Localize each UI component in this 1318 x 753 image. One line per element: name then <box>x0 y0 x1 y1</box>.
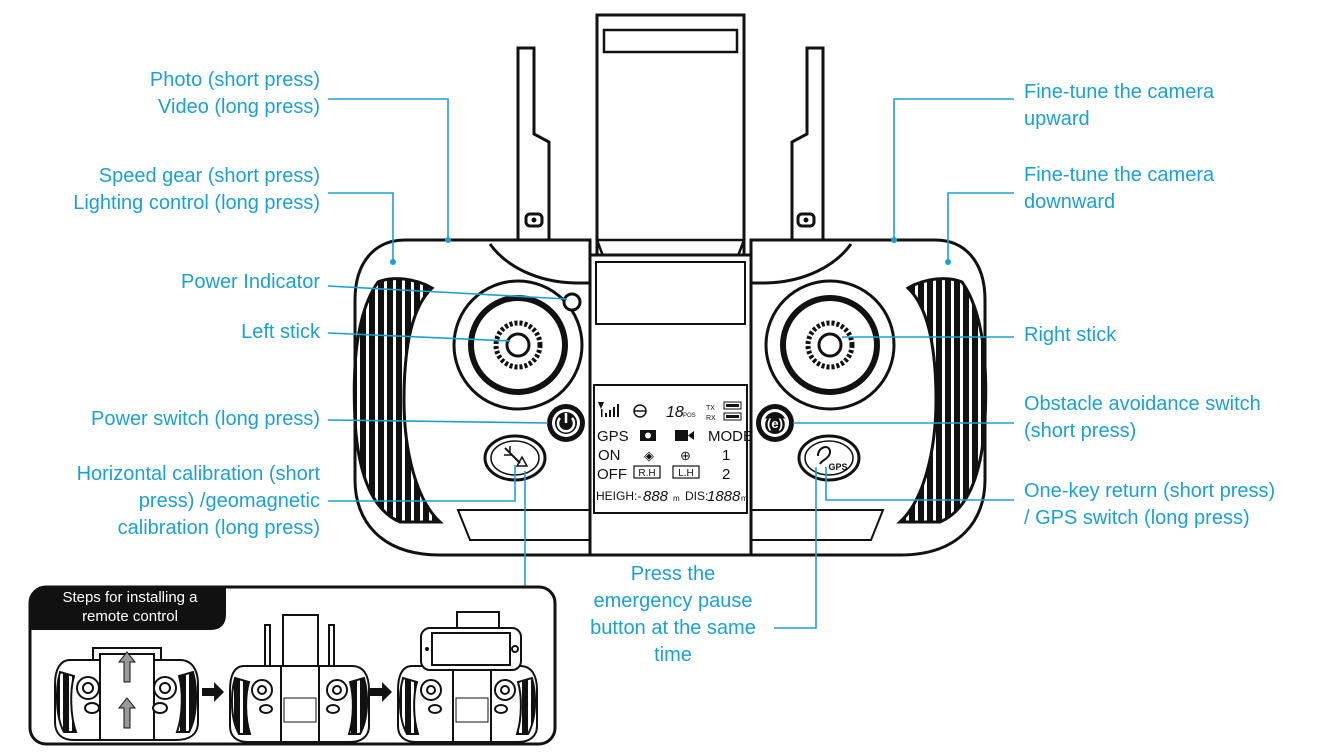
label-right-stick: Right stick <box>1024 324 1117 346</box>
video-icon <box>675 430 694 441</box>
lcd-mode: MODE <box>708 428 753 445</box>
lcd-location-glyph: ⊕ <box>680 448 691 463</box>
camera-icon <box>640 430 656 441</box>
lcd-dis-value: 1888 <box>707 488 741 505</box>
lcd-height-unit: m <box>673 494 680 503</box>
label-power-indicator: Power Indicator <box>181 271 320 293</box>
label-camera-down: Fine-tune the camera downward <box>1024 164 1215 213</box>
callout-dots <box>390 237 951 265</box>
antenna-right <box>790 46 825 242</box>
step1-controller <box>54 647 199 741</box>
return-home-gps-icon[interactable]: GPS <box>797 434 861 482</box>
lcd-rh: R.H <box>638 468 655 479</box>
power-indicator-led <box>562 292 582 312</box>
power-button-icon[interactable] <box>547 404 585 442</box>
lcd-height-label: HEIGH:- <box>596 489 641 503</box>
lcd-off: OFF <box>597 466 627 483</box>
battery-icon <box>723 401 742 421</box>
lcd-height-value: 888 <box>643 488 669 505</box>
obstacle-avoidance-icon[interactable]: ((e)) <box>756 404 794 442</box>
lcd-mode-2: 2 <box>722 466 730 483</box>
steps-title: Steps for installing a remote control <box>62 589 198 625</box>
signal-icon <box>598 402 619 417</box>
lcd-dis-unit: m <box>741 494 748 503</box>
lcd-screen: 18 POS TX RX GPS MODE ON ◈ ⊕ 1 OFF R.H L… <box>593 384 753 514</box>
svg-text:((e)): ((e)) <box>763 416 788 431</box>
antenna-left <box>516 46 551 242</box>
smartphone-icon <box>420 627 522 671</box>
lcd-lh: L.H <box>678 468 694 479</box>
label-one-key-return: One-key return (short press) / GPS switc… <box>1024 480 1276 529</box>
arrow-up-icon <box>117 651 137 729</box>
svg-text:GPS: GPS <box>828 462 847 472</box>
calibration-icon[interactable] <box>483 434 547 482</box>
step2-controller <box>229 614 370 743</box>
lcd-mode-1: 1 <box>722 447 730 464</box>
lcd-pos: POS <box>683 413 696 419</box>
right-stick-joystick-icon[interactable] <box>764 279 896 411</box>
lcd-tx: TX <box>706 405 715 412</box>
label-emergency-pause: Press the emergency pause button at the … <box>590 563 756 666</box>
label-camera-up: Fine-tune the camera upward <box>1024 81 1215 130</box>
label-left-stick: Left stick <box>241 321 320 343</box>
label-speed-lighting: Speed gear (short press) Lighting contro… <box>73 165 320 214</box>
label-photo-video: Photo (short press) Video (long press) <box>149 69 320 118</box>
lcd-rx: RX <box>706 415 716 422</box>
label-horizontal-calibration: Horizontal calibration (short press) /ge… <box>76 463 320 539</box>
lcd-gps: GPS <box>597 428 629 445</box>
callout-lines <box>327 98 1014 629</box>
lcd-on: ON <box>598 447 621 464</box>
lcd-sats: 18 <box>666 404 684 421</box>
left-stick-joystick-icon[interactable] <box>452 279 584 411</box>
label-obstacle-switch: Obstacle avoidance switch (short press) <box>1024 393 1261 442</box>
label-power-switch: Power switch (long press) <box>91 408 320 430</box>
lcd-dis-label: DIS: <box>685 489 708 503</box>
lcd-lighting-glyph: ◈ <box>644 448 654 463</box>
arrow-right-icon <box>202 682 392 702</box>
